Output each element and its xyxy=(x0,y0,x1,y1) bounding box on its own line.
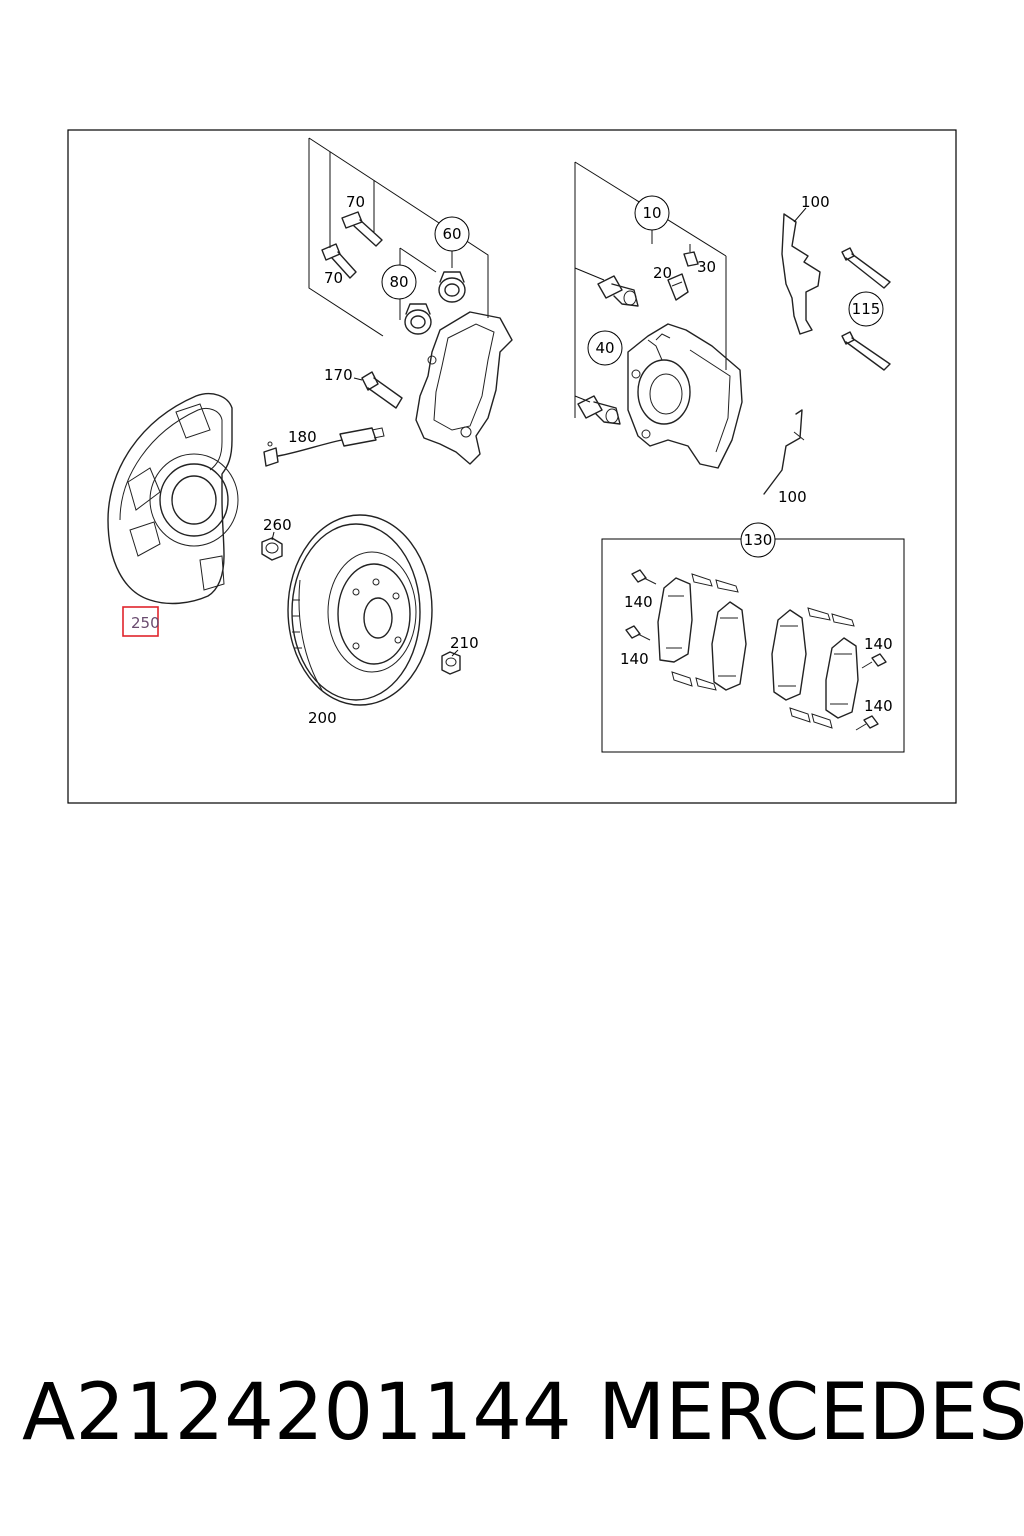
callout-circle-80 xyxy=(381,264,417,300)
label-30: 30 xyxy=(697,258,716,276)
label-140-a: 140 xyxy=(624,593,653,611)
brake-pad-1 xyxy=(657,577,693,663)
bleeder-cap-30 xyxy=(683,251,699,267)
bolt-70-lower xyxy=(321,243,357,279)
label-70-upper: 70 xyxy=(346,193,365,211)
brake-pad-2 xyxy=(711,601,747,691)
label-130: 130 xyxy=(744,531,773,549)
guide-pin-40-lower xyxy=(577,395,621,425)
guide-pin-115-upper xyxy=(841,247,891,289)
callout-circle-130 xyxy=(740,522,776,558)
bushing-80 xyxy=(404,303,432,335)
anti-rattle-spring-100-upper xyxy=(781,213,821,335)
brake-parts-diagram: 10 20 30 40 60 70 70 80 100 100 115 130 … xyxy=(67,129,957,804)
bushing-60 xyxy=(438,271,466,303)
label-100-upper: 100 xyxy=(801,193,830,211)
label-170: 170 xyxy=(324,366,353,384)
brake-dust-shield-250 xyxy=(107,392,239,605)
bolt-70-upper xyxy=(341,211,383,247)
brake-pad-3 xyxy=(771,609,807,701)
pad-kit-frame-130 xyxy=(601,538,905,753)
brake-caliper-housing xyxy=(627,323,743,469)
label-70-lower: 70 xyxy=(324,269,343,287)
wear-sensor-180 xyxy=(263,427,385,467)
label-140-b: 140 xyxy=(620,650,649,668)
bolt-170 xyxy=(361,371,403,409)
label-180: 180 xyxy=(288,428,317,446)
label-250: 250 xyxy=(131,614,160,632)
callout-circle-10 xyxy=(634,195,670,231)
caliper-carrier-bracket xyxy=(415,311,513,465)
label-140-d: 140 xyxy=(864,697,893,715)
label-60: 60 xyxy=(442,225,461,243)
pad-clips xyxy=(671,573,855,729)
label-80: 80 xyxy=(389,273,408,291)
label-250-highlight xyxy=(122,606,159,637)
brake-disc-200 xyxy=(287,514,433,706)
label-115: 115 xyxy=(852,300,881,318)
guide-pin-40-upper xyxy=(597,275,639,307)
part-number: A2124201144 xyxy=(22,1368,572,1458)
label-260: 260 xyxy=(263,516,292,534)
screws-140 xyxy=(625,569,887,731)
callout-circle-115 xyxy=(848,291,884,327)
guide-pin-115-lower xyxy=(841,331,891,371)
bleeder-valve-20 xyxy=(667,273,689,301)
label-20: 20 xyxy=(653,264,672,282)
diagram-frame xyxy=(67,129,957,804)
label-10: 10 xyxy=(642,204,661,222)
label-40: 40 xyxy=(595,339,614,357)
anti-rattle-spring-100-lower xyxy=(763,409,805,495)
label-210: 210 xyxy=(450,634,479,652)
label-200: 200 xyxy=(308,709,337,727)
leader-group-10 xyxy=(574,161,727,418)
nut-210 xyxy=(441,651,461,675)
brand-name: MERCEDES xyxy=(598,1368,1024,1458)
brake-pad-4 xyxy=(825,637,859,719)
callout-circle-60 xyxy=(434,216,470,252)
label-140-c: 140 xyxy=(864,635,893,653)
caption: A2124201144 MERCEDES xyxy=(0,1368,1024,1478)
callout-circle-40 xyxy=(587,330,623,366)
label-100-lower: 100 xyxy=(778,488,807,506)
bolt-260 xyxy=(261,537,283,561)
